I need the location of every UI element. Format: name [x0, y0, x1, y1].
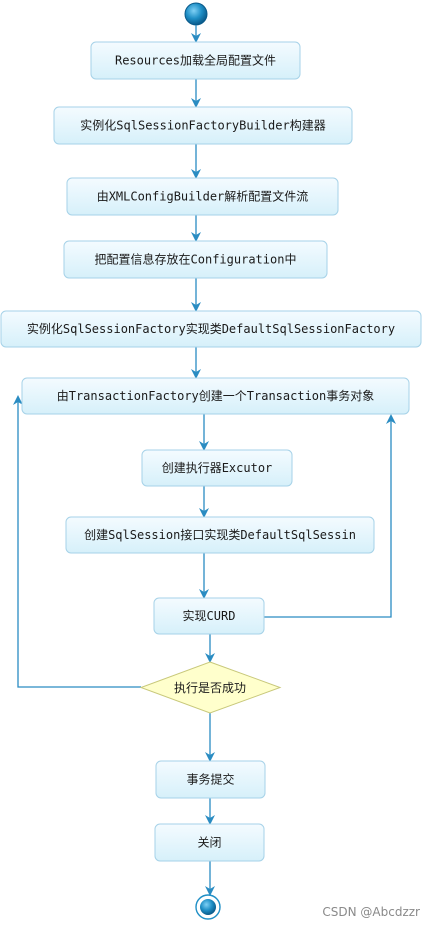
- step-box-5: 实例化SqlSessionFactory实现类DefaultSqlSession…: [0, 310, 422, 348]
- decision-diamond: 执行是否成功: [139, 661, 282, 714]
- close-label: 关闭: [197, 836, 221, 850]
- step-box-1: Resources加载全局配置文件: [90, 41, 301, 80]
- step-box-6: 由TransactionFactory创建一个Transaction事务对象: [21, 377, 410, 415]
- step-label-8: 创建SqlSession接口实现类DefaultSqlSessin: [84, 527, 356, 542]
- step-box-3: 由XMLConfigBuilder解析配置文件流: [66, 177, 339, 216]
- close-box: 关闭: [154, 823, 265, 862]
- step-box-7: 创建执行器Excutor: [141, 449, 293, 487]
- step-label-7: 创建执行器Excutor: [162, 461, 273, 475]
- end-node: [195, 894, 221, 920]
- step-label-9: 实现CURD: [183, 608, 236, 623]
- loop-decision-failed-back: [13, 395, 141, 688]
- loop-curd-back-to-transaction: [264, 414, 396, 618]
- connectors: [13, 25, 396, 896]
- step-label-3: 由XMLConfigBuilder解析配置文件流: [97, 189, 309, 204]
- step-box-9: 实现CURD: [153, 597, 265, 635]
- decision-label: 执行是否成功: [174, 681, 246, 695]
- step-label-6: 由TransactionFactory创建一个Transaction事务对象: [57, 388, 375, 403]
- commit-label: 事务提交: [186, 772, 234, 787]
- watermark-text: CSDN @Abcdzzr: [322, 905, 420, 919]
- step-box-8: 创建SqlSession接口实现类DefaultSqlSessin: [65, 516, 375, 554]
- start-node: [184, 2, 208, 26]
- step-label-2: 实例化SqlSessionFactoryBuilder构建器: [80, 118, 325, 133]
- step-box-2: 实例化SqlSessionFactoryBuilder构建器: [53, 106, 353, 145]
- step-label-5: 实例化SqlSessionFactory实现类DefaultSqlSession…: [27, 321, 395, 336]
- commit-box: 事务提交: [155, 760, 266, 799]
- step-label-4: 把配置信息存放在Configuration中: [95, 252, 297, 267]
- step-box-4: 把配置信息存放在Configuration中: [63, 240, 328, 279]
- step-label-1: Resources加载全局配置文件: [115, 53, 276, 68]
